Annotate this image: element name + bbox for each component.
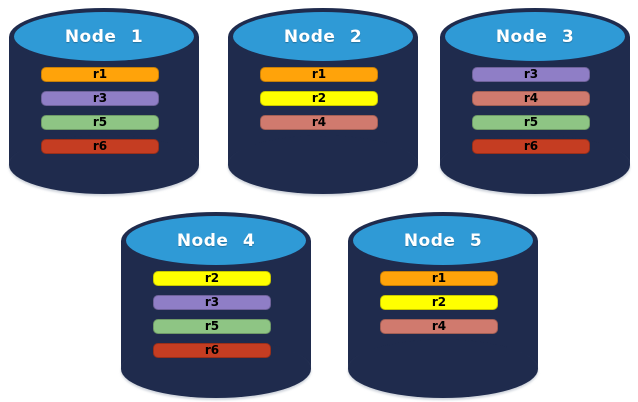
node-label: Node 2 <box>283 26 363 47</box>
cylinder-bottom <box>228 136 418 194</box>
partition-label: r1 <box>431 271 447 285</box>
partition-label: r2 <box>431 295 447 309</box>
partition-bar: r5 <box>153 319 271 334</box>
cylinder-bottom <box>348 340 538 398</box>
cylinder-top-face: Node 2 <box>233 12 413 61</box>
partition-label: r5 <box>523 115 539 129</box>
partition-label: r2 <box>204 271 220 285</box>
partition-bar: r6 <box>153 343 271 358</box>
node-label: Node 1 <box>64 26 144 47</box>
partition-label: r4 <box>431 319 447 333</box>
partition-list: r1 r3 r5 r6 <box>41 67 159 154</box>
partition-label: r5 <box>92 115 108 129</box>
partition-bar: r1 <box>380 271 498 286</box>
partition-bar: r3 <box>41 91 159 106</box>
cylinder-top-face: Node 1 <box>14 12 194 61</box>
partition-bar: r5 <box>472 115 590 130</box>
partition-list: r1 r2 r4 <box>260 67 378 130</box>
partition-bar: r2 <box>153 271 271 286</box>
partition-bar: r4 <box>380 319 498 334</box>
partition-list: r3 r4 r5 r6 <box>472 67 590 154</box>
partition-bar: r3 <box>153 295 271 310</box>
cylinder-top-face: Node 4 <box>126 216 306 265</box>
partition-label: r1 <box>92 67 108 81</box>
partition-label: r2 <box>311 91 327 105</box>
database-node: Node 1 r1 r3 r5 r6 <box>9 8 199 194</box>
partition-list: r1 r2 r4 <box>380 271 498 334</box>
partition-bar: r6 <box>472 139 590 154</box>
cylinder-top-face: Node 5 <box>353 216 533 265</box>
node-label: Node 3 <box>495 26 575 47</box>
database-node: Node 5 r1 r2 r4 <box>348 212 538 398</box>
partition-list: r2 r3 r5 r6 <box>153 271 271 358</box>
partition-label: r4 <box>311 115 327 129</box>
partition-bar: r5 <box>41 115 159 130</box>
partition-label: r3 <box>92 91 108 105</box>
partition-bar: r6 <box>41 139 159 154</box>
cylinder-top-face: Node 3 <box>445 12 625 61</box>
partition-bar: r1 <box>260 67 378 82</box>
partition-bar: r3 <box>472 67 590 82</box>
partition-label: r6 <box>523 139 539 153</box>
database-node: Node 4 r2 r3 r5 r6 <box>121 212 311 398</box>
partition-label: r6 <box>92 139 108 153</box>
partition-label: r4 <box>523 91 539 105</box>
partition-bar: r1 <box>41 67 159 82</box>
partition-label: r1 <box>311 67 327 81</box>
partition-label: r3 <box>204 295 220 309</box>
database-node: Node 2 r1 r2 r4 <box>228 8 418 194</box>
node-label: Node 5 <box>403 230 483 251</box>
partition-bar: r4 <box>260 115 378 130</box>
partition-label: r5 <box>204 319 220 333</box>
partition-label: r3 <box>523 67 539 81</box>
node-label: Node 4 <box>176 230 256 251</box>
partition-bar: r2 <box>260 91 378 106</box>
database-node: Node 3 r3 r4 r5 r6 <box>440 8 630 194</box>
partition-bar: r4 <box>472 91 590 106</box>
partition-bar: r2 <box>380 295 498 310</box>
partition-label: r6 <box>204 343 220 357</box>
